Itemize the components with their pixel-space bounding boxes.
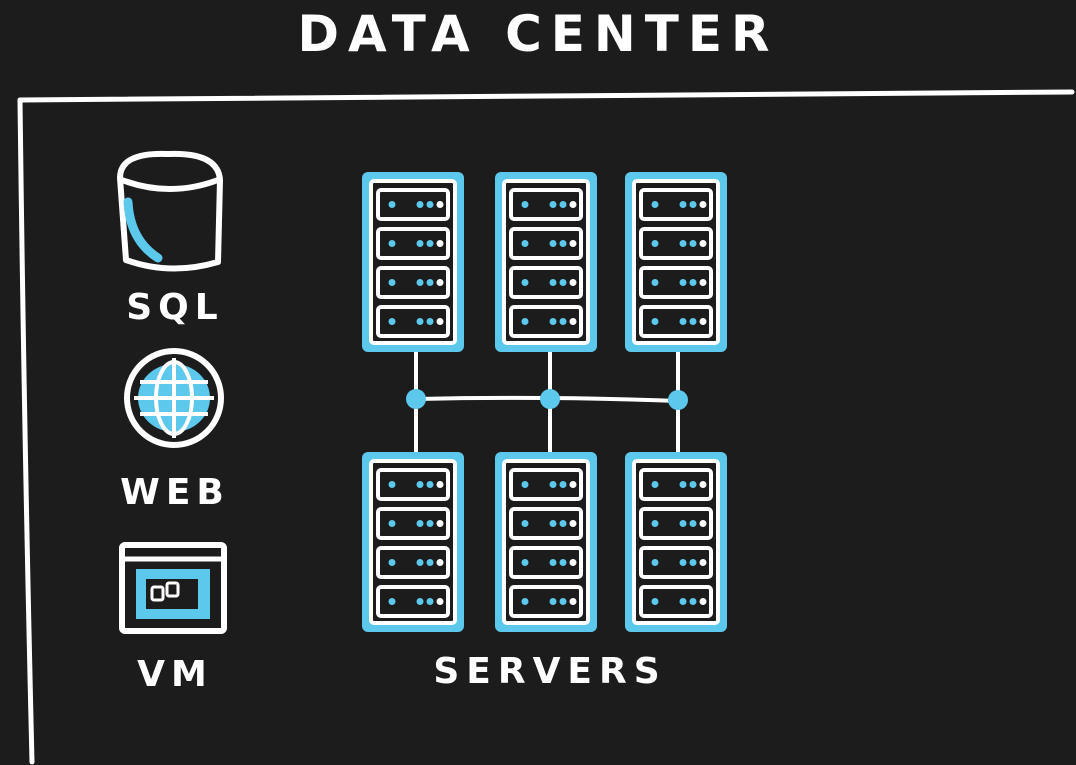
vm-label: VM (137, 654, 213, 695)
server-unit (509, 585, 583, 618)
server-unit (639, 546, 713, 579)
server-unit (376, 468, 450, 501)
server-unit (509, 305, 583, 338)
server-unit (639, 507, 713, 540)
server-unit (376, 507, 450, 540)
frame (17, 89, 1075, 765)
sql-label: SQL (126, 287, 224, 328)
server-unit (639, 188, 713, 221)
server-rack-icon (495, 172, 597, 352)
server-racks (362, 172, 727, 632)
network-node (406, 389, 426, 409)
network-node (668, 390, 688, 410)
server-unit (376, 188, 450, 221)
network-node (540, 389, 560, 409)
server-unit (639, 468, 713, 501)
server-unit (376, 227, 450, 260)
frame-top-edge (17, 89, 1075, 103)
vm-window-icon (119, 542, 227, 634)
server-unit (376, 305, 450, 338)
server-rack-icon (495, 452, 597, 632)
server-rack-icon (362, 172, 464, 352)
web-label: WEB (120, 472, 230, 513)
database-icon (117, 150, 223, 272)
server-rack-icon (625, 452, 727, 632)
server-unit (509, 468, 583, 501)
diagram-title: DATA CENTER (297, 5, 779, 63)
server-unit (509, 227, 583, 260)
server-unit (639, 305, 713, 338)
server-rack-icon (362, 452, 464, 632)
server-unit (376, 266, 450, 299)
server-unit (509, 546, 583, 579)
servers-label: SERVERS (433, 651, 667, 692)
server-unit (376, 585, 450, 618)
server-unit (639, 585, 713, 618)
server-unit (639, 227, 713, 260)
server-unit (639, 266, 713, 299)
server-unit (509, 266, 583, 299)
server-unit (509, 507, 583, 540)
server-unit (376, 546, 450, 579)
server-unit (509, 188, 583, 221)
frame-left-edge (17, 97, 35, 765)
globe-icon (124, 348, 224, 448)
network-nodes (406, 389, 688, 410)
server-rack-icon (625, 172, 727, 352)
